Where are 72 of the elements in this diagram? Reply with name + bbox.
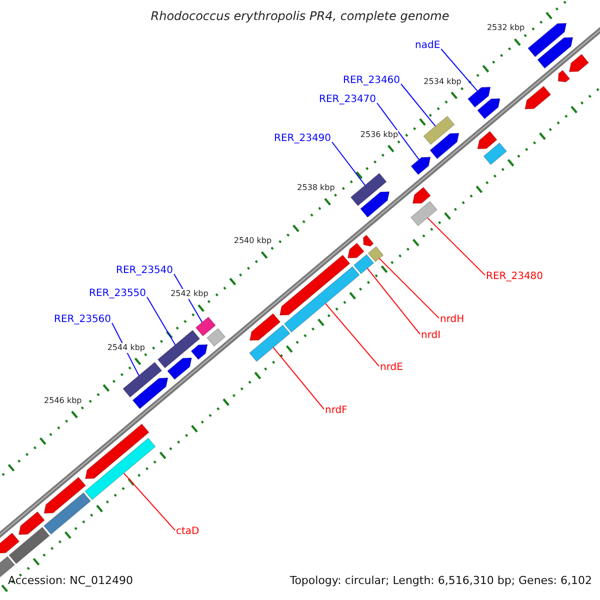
scale-label: 2532 kbp (486, 23, 525, 34)
map-title: Rhodococcus erythropolis PR4, complete genome (150, 9, 450, 23)
scale-label: 2546 kbp (44, 396, 82, 406)
gene-label: nrdE (380, 362, 403, 374)
gene-feature (157, 330, 200, 368)
gene-feature (249, 324, 290, 362)
gene-label: RER_23550 (89, 288, 146, 300)
gene-feature (43, 492, 91, 535)
gene-feature (167, 358, 192, 380)
gene-feature (347, 242, 364, 258)
leader-line (400, 84, 436, 127)
gene-feature (423, 116, 455, 145)
gene-label: nrdH (440, 314, 464, 326)
gene-feature (477, 98, 500, 120)
gene-feature (477, 130, 498, 150)
gene-label: RER_23490 (274, 133, 332, 145)
gene-label: nrdF (325, 405, 348, 417)
gene-feature (279, 254, 350, 316)
gene-feature (18, 511, 45, 535)
leader-line (366, 268, 420, 335)
gene-feature (568, 54, 590, 72)
gene-feature (430, 132, 460, 160)
gene-feature (190, 344, 208, 360)
gene-feature (360, 191, 390, 218)
gene-feature (363, 234, 374, 247)
gene-label: RER_23480 (486, 271, 544, 283)
gene-feature (284, 266, 360, 333)
gene-feature (8, 526, 50, 564)
gene-feature (410, 200, 438, 226)
scale-label: 2534 kbp (424, 76, 462, 87)
gene-feature (483, 142, 508, 166)
gene-feature (524, 86, 552, 110)
gene-feature (84, 424, 150, 480)
gene-label: nrdI (421, 330, 441, 342)
gene-feature (350, 172, 387, 206)
gene-feature (132, 378, 168, 410)
gene-label: nadE (415, 40, 440, 52)
gene-feature (528, 22, 567, 58)
gene-feature (195, 316, 216, 336)
gene-feature (122, 362, 162, 398)
gene-feature (0, 532, 20, 554)
leader-line (378, 258, 440, 319)
scale-label: 2544 kbp (107, 342, 146, 353)
gene-label: RER_23460 (343, 75, 400, 87)
gene-feature (467, 86, 491, 108)
gene-feature (84, 438, 156, 500)
gene-feature (353, 254, 374, 274)
accession-note: Accession: NC_012490 (8, 574, 134, 587)
gene-label: ctaD (176, 526, 200, 538)
gene-feature (368, 246, 384, 262)
gene-feature (44, 476, 86, 514)
leader-line (324, 303, 380, 367)
leader-line (426, 217, 486, 276)
leader-line (146, 296, 176, 346)
leader-line (376, 102, 420, 160)
scale-label: 2536 kbp (360, 130, 398, 140)
scale-label: 2538 kbp (297, 182, 335, 193)
leader-line (123, 472, 176, 531)
gene-label: RER_23560 (54, 314, 112, 326)
genome-info-note: Topology: circular; Length: 6,516,310 bp; Genes: 6,102 (290, 574, 592, 587)
leader-line (272, 346, 324, 410)
scale-label: 2542 kbp (170, 289, 208, 300)
gene-feature (537, 37, 574, 69)
gene-label: RER_23540 (116, 265, 174, 277)
gene-feature (206, 328, 226, 347)
leader-line (332, 142, 366, 186)
leader-line (440, 48, 478, 92)
gene-feature (410, 156, 431, 176)
gene-feature (249, 313, 281, 341)
gene-feature (412, 186, 431, 204)
gene-label: RER_23470 (319, 94, 376, 106)
scale-label: 2540 kbp (234, 236, 272, 246)
